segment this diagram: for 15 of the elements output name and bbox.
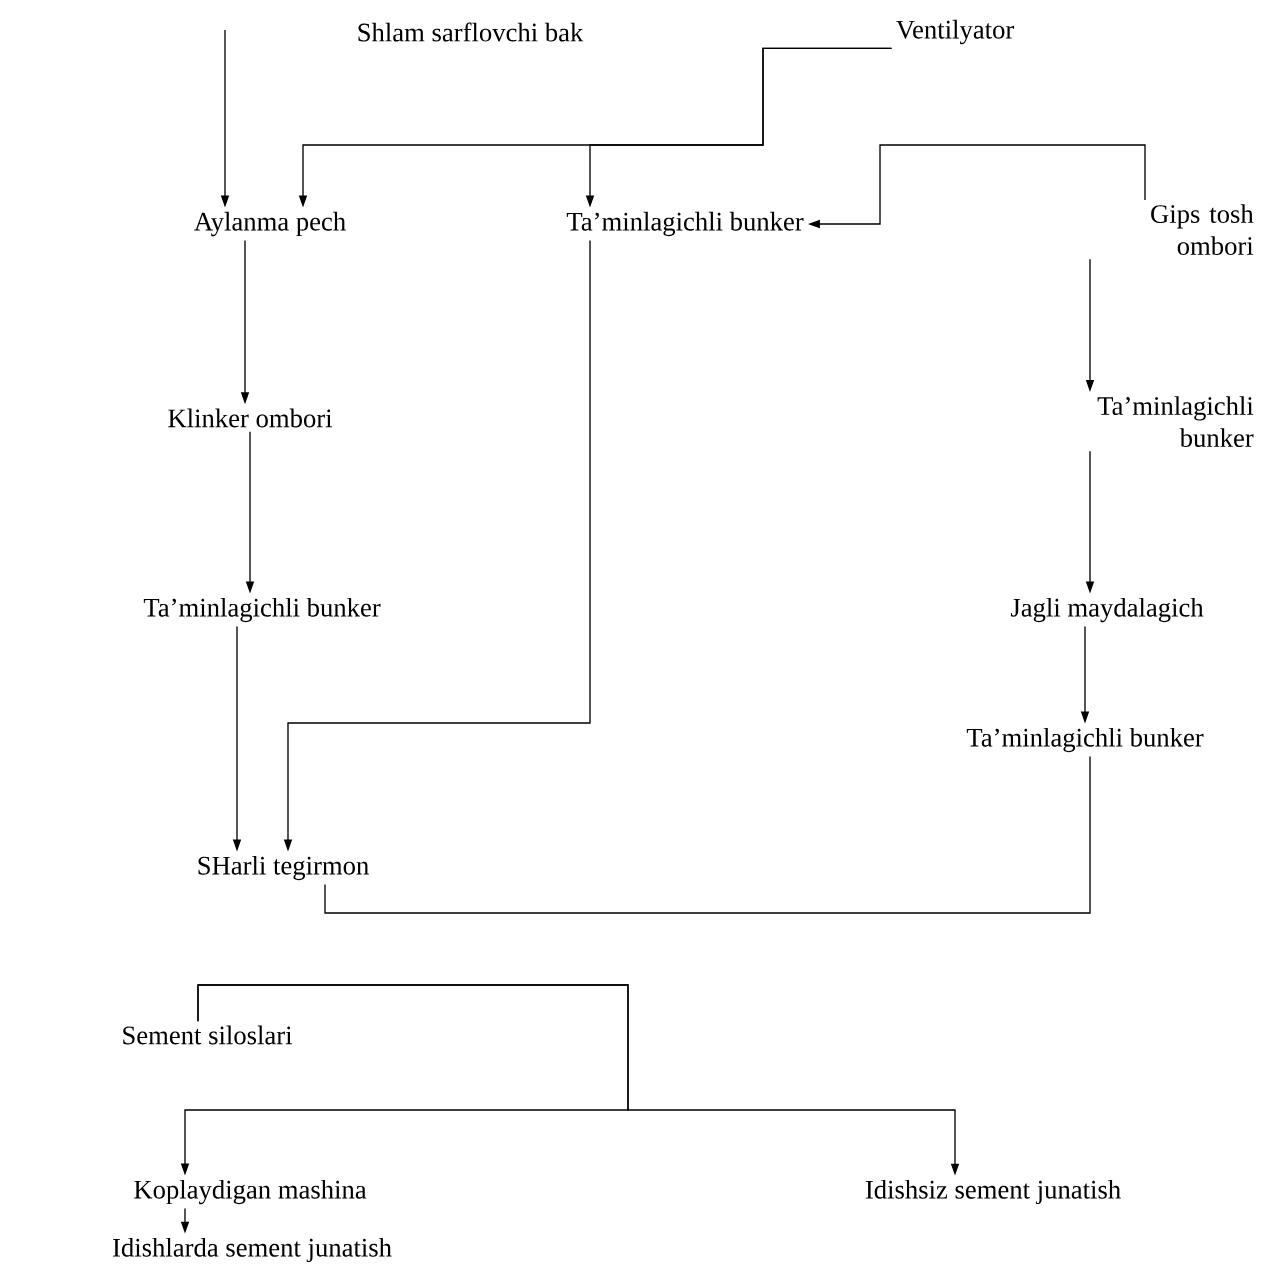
process-label: Idishlarda sement junatish (113, 1237, 392, 1263)
process-label: Jagli maydalagich (1010, 597, 1204, 623)
process-label: Ta’minlagichli bunker (1097, 396, 1254, 448)
process-label: Ventilyator (896, 19, 1015, 45)
process-label: Gips tosh ombori (1151, 204, 1254, 256)
process-label: Idishsiz sement junatish (865, 1179, 1121, 1205)
process-label: Sement siloslari (123, 1025, 293, 1045)
process-label: Ta’minlagichli bunker (966, 727, 1204, 753)
process-label: Shlam sarflovchi bak (358, 22, 584, 42)
process-label: Koplaydigan mashina (134, 1179, 367, 1205)
process-label: SHarli tegirmon (198, 855, 369, 881)
process-label: Ta’minlagichli bunker (143, 597, 381, 623)
process-label: Aylanma pech (194, 211, 346, 237)
process-label: Klinker ombori (168, 408, 333, 428)
process-label: Ta’minlagichli bunker (566, 211, 804, 237)
